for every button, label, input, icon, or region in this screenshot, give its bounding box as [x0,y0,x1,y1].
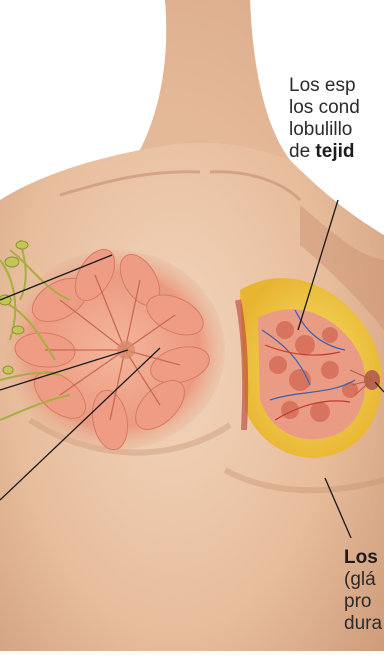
annotation-bottom-line2: (glá [344,569,382,591]
annotation-bottom-line1-bold: Los [344,547,378,568]
annotation-top-line4: de tejid [289,141,360,163]
annotation-bottom-line4: dura [344,613,382,635]
annotation-bottom: Los (glá pro dura [344,547,382,635]
annotation-top-line1: Los esp [289,75,360,97]
annotation-top-line2: los cond [289,97,360,119]
annotation-top: Los esp los cond lobulillo de tejid [289,75,360,163]
annotation-top-line3: lobulillo [289,119,360,141]
annotation-top-line4-bold: tejid [315,141,354,162]
annotation-bottom-line3: pro [344,591,382,613]
annotation-bottom-line1: Los [344,547,382,569]
annotation-top-line4-prefix: de [289,141,315,162]
